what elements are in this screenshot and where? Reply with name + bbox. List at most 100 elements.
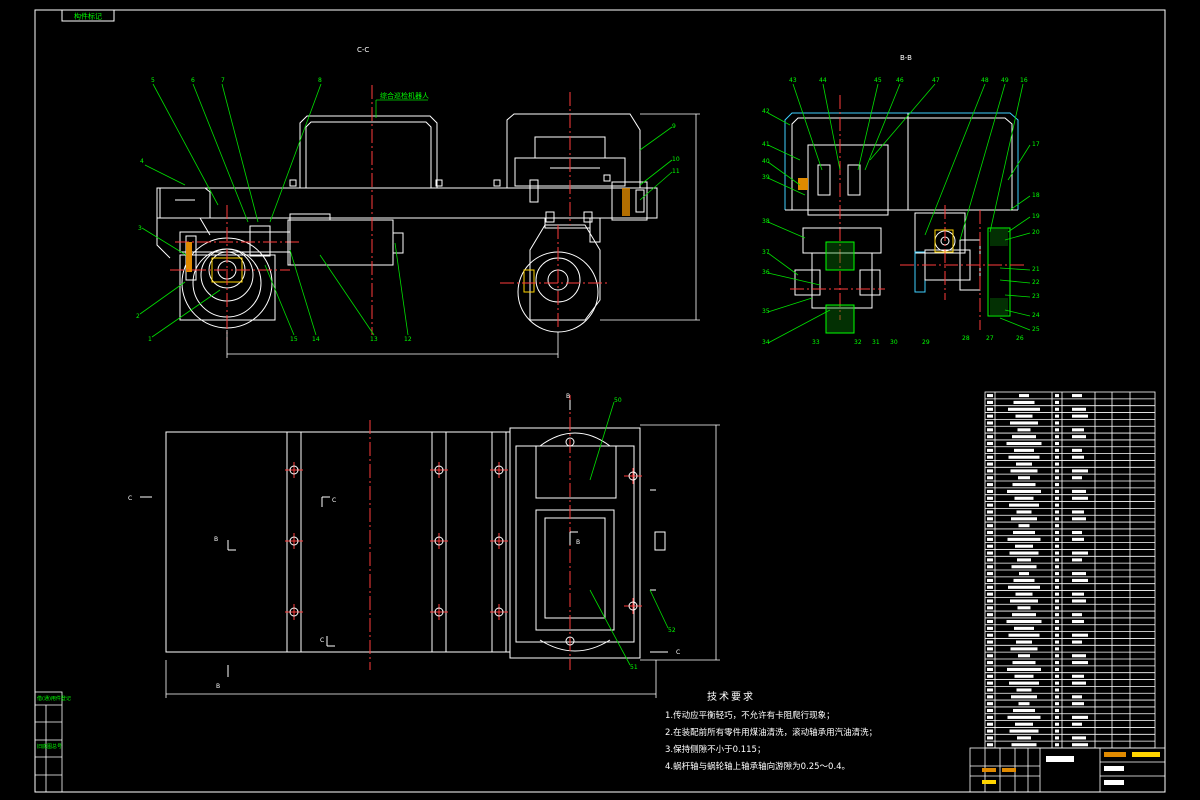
parts-row-material-ink xyxy=(1072,428,1084,432)
tech-req-item-3: 3.保持侧隙不小于0.115； xyxy=(665,745,766,755)
parts-row-index-ink xyxy=(987,729,993,733)
parts-row-index-ink xyxy=(987,544,993,548)
parts-row-qty-ink xyxy=(1055,496,1059,500)
balloon-14: 14 xyxy=(312,336,320,343)
balloon-42: 42 xyxy=(762,108,770,115)
parts-row-qty-ink xyxy=(1055,578,1059,582)
view-cc-label: C-C xyxy=(357,46,369,54)
parts-row-index-ink xyxy=(987,613,993,617)
section-mark-b-top: B xyxy=(566,393,570,400)
parts-row-index-ink xyxy=(987,743,993,747)
parts-row-index-ink xyxy=(987,407,993,411)
parts-row-qty-ink xyxy=(1055,592,1059,596)
parts-row-name-ink xyxy=(1019,394,1029,398)
parts-row-qty-ink xyxy=(1055,530,1059,535)
margin-header: 借(通)用件登记 xyxy=(37,695,71,702)
balloon-49: 49 xyxy=(1001,77,1009,84)
parts-row-qty-ink xyxy=(1055,708,1059,713)
parts-row-qty-ink xyxy=(1055,654,1059,658)
parts-row-material-ink xyxy=(1072,510,1084,514)
balloon-39: 39 xyxy=(762,174,770,181)
balloon-10: 10 xyxy=(672,156,680,163)
balloon-2: 2 xyxy=(136,313,140,320)
parts-row-material-ink xyxy=(1072,578,1088,582)
parts-row-material-ink xyxy=(1072,654,1086,658)
parts-row-qty-ink xyxy=(1055,503,1059,507)
balloon-32: 32 xyxy=(854,339,862,346)
parts-row-qty-ink xyxy=(1055,400,1059,404)
parts-row-qty-ink xyxy=(1055,483,1059,487)
parts-row-material-ink xyxy=(1072,551,1088,555)
parts-row-name-ink xyxy=(1009,503,1039,507)
balloon-41: 41 xyxy=(762,141,770,148)
parts-row-index-ink xyxy=(987,674,993,678)
parts-row-name-ink xyxy=(1013,530,1035,535)
parts-row-index-ink xyxy=(987,400,993,404)
parts-row-material-ink xyxy=(1072,496,1088,500)
balloon-3: 3 xyxy=(138,225,142,232)
parts-row-index-ink xyxy=(987,715,993,719)
title-block xyxy=(969,747,1166,793)
parts-row-index-ink xyxy=(987,578,993,582)
parts-row-material-ink xyxy=(1072,633,1088,637)
section-mark-b-left: B xyxy=(214,536,218,543)
balloon-34: 34 xyxy=(762,339,770,346)
parts-row-name-ink xyxy=(1019,572,1029,576)
parts-row-material-ink xyxy=(1072,394,1082,398)
balloon-12: 12 xyxy=(404,336,412,343)
parts-row-name-ink xyxy=(1014,448,1034,452)
parts-row-material-ink xyxy=(1072,414,1088,418)
section-mark-b-mid: B xyxy=(576,539,580,546)
parts-row-name-ink xyxy=(1015,722,1033,726)
parts-row-qty-ink xyxy=(1055,715,1059,719)
parts-row-index-ink xyxy=(987,530,993,535)
parts-row-index-ink xyxy=(987,537,993,541)
parts-row-index-ink xyxy=(987,640,993,644)
parts-row-index-ink xyxy=(987,469,993,473)
parts-row-index-ink xyxy=(987,448,993,452)
balloon-28: 28 xyxy=(962,335,970,342)
robot-callout-title: 综合巡检机器人 xyxy=(380,91,429,100)
parts-row-material-ink xyxy=(1072,469,1088,473)
view-cc: C-C xyxy=(139,46,700,358)
balloon-47: 47 xyxy=(932,77,940,84)
parts-row-qty-ink xyxy=(1055,414,1059,418)
parts-row-material-ink xyxy=(1072,681,1086,685)
parts-row-index-ink xyxy=(987,667,993,671)
parts-row-name-ink xyxy=(1008,455,1040,459)
parts-row-name-ink xyxy=(1018,476,1030,480)
balloon-43: 43 xyxy=(789,77,797,84)
parts-row-index-ink xyxy=(987,626,993,630)
parts-row-name-ink xyxy=(1008,407,1040,411)
parts-row-name-ink xyxy=(1012,435,1036,439)
parts-row-name-ink xyxy=(1014,626,1034,630)
parts-row-name-ink xyxy=(1007,537,1041,541)
parts-row-qty-ink xyxy=(1055,551,1059,555)
parts-row-name-ink xyxy=(1016,640,1032,644)
parts-row-material-ink xyxy=(1072,661,1088,665)
parts-row-material-ink xyxy=(1072,407,1086,411)
parts-row-name-ink xyxy=(1006,619,1042,624)
balloon-11: 11 xyxy=(672,168,680,175)
parts-row-material-ink xyxy=(1072,715,1088,719)
parts-row-name-ink xyxy=(1017,558,1031,562)
parts-row-index-ink xyxy=(987,462,993,466)
parts-row-material-ink xyxy=(1072,558,1082,562)
parts-row-name-ink xyxy=(1007,715,1041,719)
balloon-17: 17 xyxy=(1032,141,1040,148)
balloon-27: 27 xyxy=(986,335,994,342)
parts-row-name-ink xyxy=(1015,414,1033,418)
parts-row-name-ink xyxy=(1008,633,1040,637)
parts-row-name-ink xyxy=(1017,428,1031,432)
parts-row-index-ink xyxy=(987,483,993,487)
parts-row-name-ink xyxy=(1016,510,1032,514)
parts-row-index-ink xyxy=(987,695,993,699)
parts-row-index-ink xyxy=(987,606,993,610)
parts-row-material-ink xyxy=(1072,537,1084,541)
parts-row-qty-ink xyxy=(1055,729,1059,733)
section-mark-c-left: C xyxy=(128,495,132,502)
parts-row-qty-ink xyxy=(1055,626,1059,630)
left-margin-block xyxy=(34,691,63,793)
balloon-5: 5 xyxy=(151,77,155,84)
parts-row-qty-ink xyxy=(1055,421,1059,425)
